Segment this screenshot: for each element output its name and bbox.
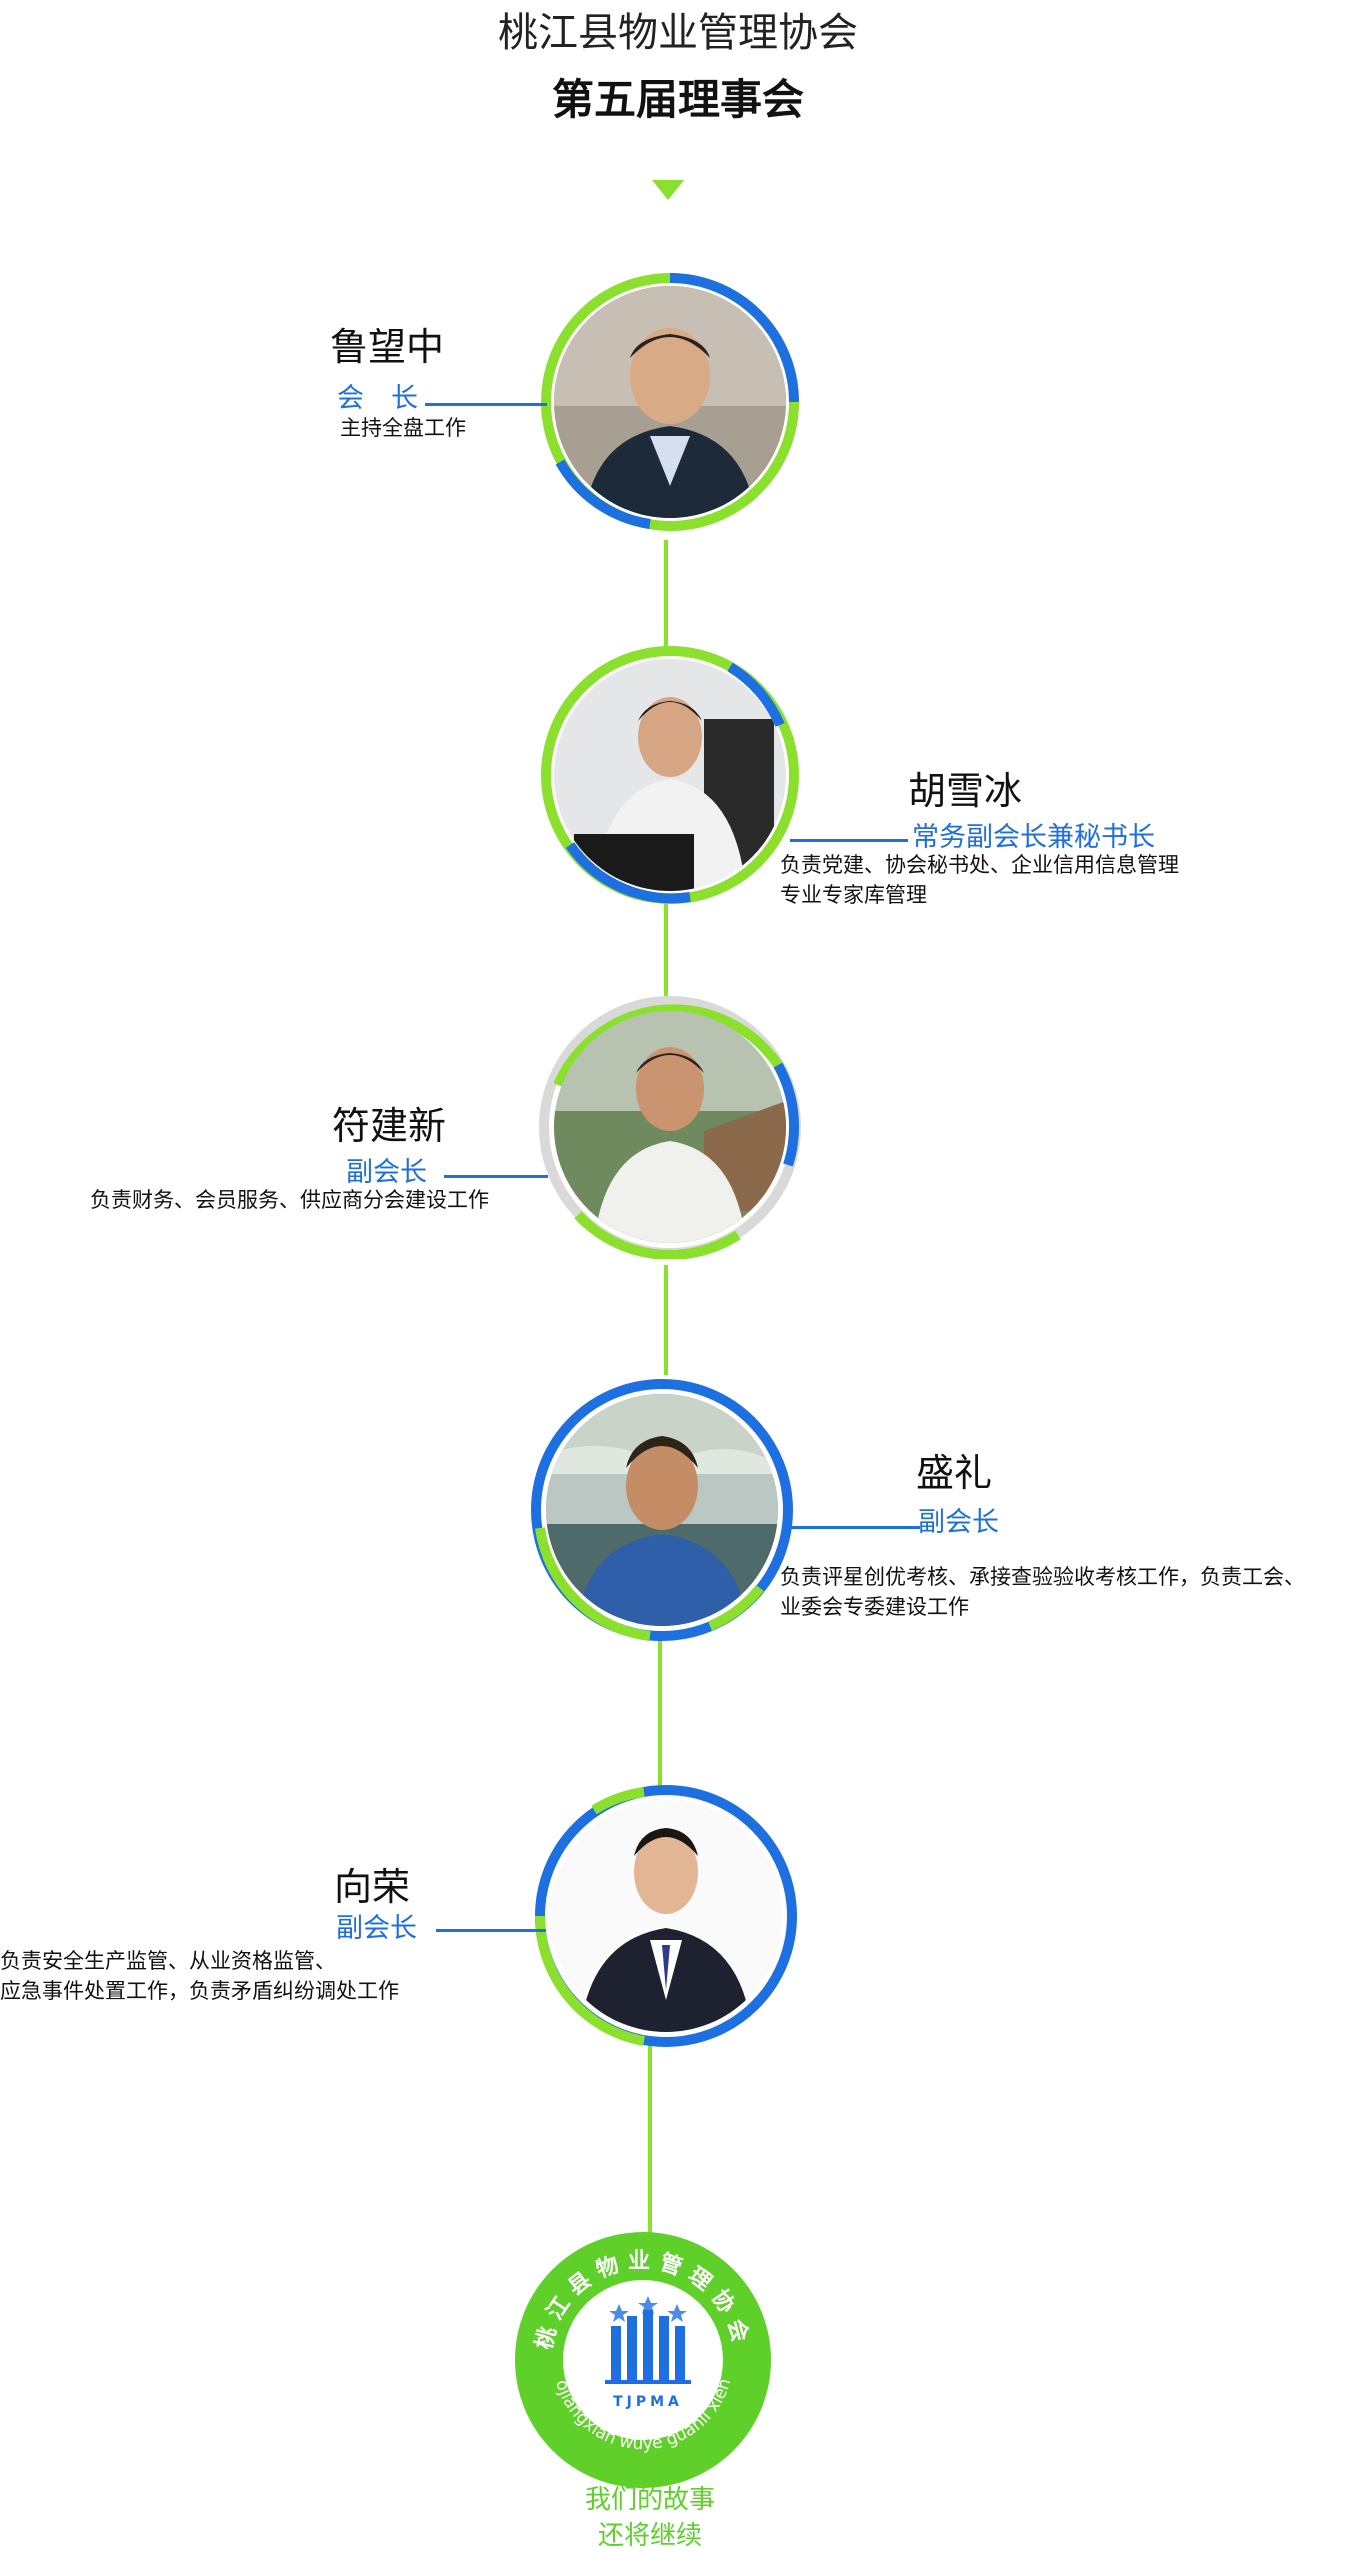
- title-connector: [436, 1929, 546, 1932]
- member-name: 符建新: [332, 1104, 447, 1148]
- footer-line-2: 还将继续: [597, 2521, 702, 2551]
- member-title: 会 长: [337, 383, 418, 414]
- portrait-2: [540, 645, 800, 905]
- member-duty: 应急事件处置工作，负责矛盾纠纷调处工作: [0, 1979, 399, 2003]
- member-duty: 业委会专委建设工作: [780, 1595, 969, 1619]
- org-name: 桃江县物业管理协会: [498, 10, 858, 56]
- portrait-1: [540, 272, 800, 532]
- portrait-5: [534, 1784, 798, 2048]
- building-icon: [605, 2296, 691, 2384]
- timeline-line: [648, 2045, 652, 2235]
- title-connector: [790, 839, 908, 842]
- avatar: [550, 1800, 782, 2032]
- member-title: 副会长: [346, 1157, 427, 1188]
- timeline-line: [658, 1640, 662, 1790]
- member-duty: 负责党建、协会秘书处、企业信用信息管理: [780, 853, 1179, 877]
- association-logo: 桃江县物业管理协会 taojiangxian wuye guanli xiehu…: [506, 2213, 775, 2492]
- member-duty: 负责评星创优考核、承接查验验收考核工作，负责工会、: [780, 1565, 1305, 1589]
- avatar: [554, 659, 786, 891]
- timeline-line: [664, 540, 668, 650]
- portrait-4: [530, 1378, 794, 1642]
- member-duty: 负责安全生产监管、从业资格监管、: [0, 1949, 336, 1973]
- title-connector: [425, 403, 547, 406]
- logo-abbr: TJPMA: [613, 2394, 683, 2410]
- member-title: 副会长: [336, 1913, 417, 1944]
- member-title: 常务副会长兼秘书长: [912, 822, 1155, 853]
- avatar: [554, 286, 786, 518]
- member-duty: 主持全盘工作: [340, 416, 466, 440]
- member-name: 向荣: [334, 1865, 411, 1909]
- avatar: [546, 1394, 778, 1626]
- title-connector: [444, 1175, 548, 1178]
- board-title: 第五届理事会: [551, 75, 804, 124]
- member-name: 胡雪冰: [908, 769, 1023, 813]
- down-arrow-icon: [652, 180, 684, 200]
- member-name: 盛礼: [916, 1451, 993, 1495]
- member-duty: 负责财务、会员服务、供应商分会建设工作: [90, 1188, 489, 1212]
- member-title: 副会长: [918, 1507, 999, 1538]
- portrait-3: [538, 995, 802, 1259]
- footer-line-1: 我们的故事: [584, 2485, 715, 2515]
- footer-text: 我们的故事 还将继续: [560, 2482, 740, 2554]
- avatar: [554, 1011, 786, 1243]
- timeline-line: [664, 900, 668, 1000]
- title-connector: [790, 1526, 920, 1529]
- member-name: 鲁望中: [330, 325, 445, 369]
- member-duty: 专业专家库管理: [780, 883, 927, 907]
- timeline-line: [664, 1265, 668, 1375]
